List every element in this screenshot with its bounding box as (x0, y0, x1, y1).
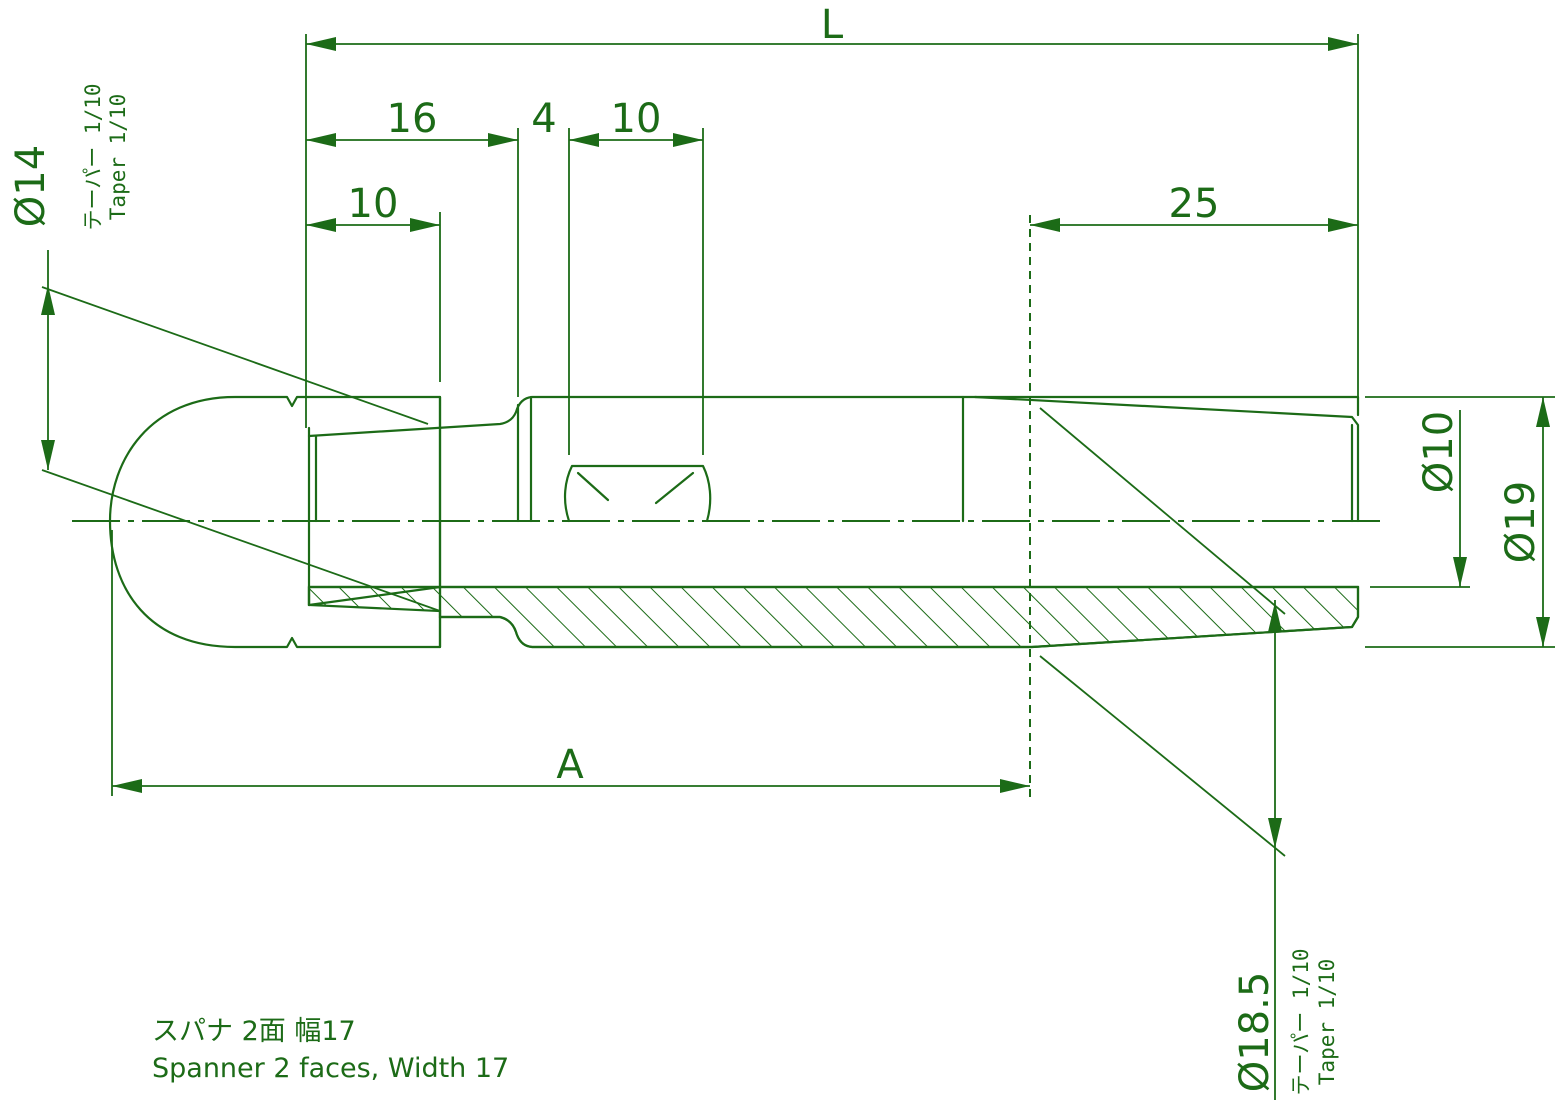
dim-10-top: 10 (611, 96, 662, 142)
dimension-lines (41, 37, 1550, 1100)
taper-note-bottom-ja: テーパー 1/10 (1289, 948, 1313, 1095)
dim-25: 25 (1169, 181, 1220, 227)
dim-phi14: Ø14 (8, 145, 54, 227)
taper-note-bottom-en: Taper 1/10 (1315, 959, 1339, 1085)
dim-10-left: 10 (348, 181, 399, 227)
dim-phi10: Ø10 (1416, 411, 1462, 493)
dim-A: A (556, 742, 584, 788)
taper-note-left-en: Taper 1/10 (106, 94, 130, 220)
dim-4: 4 (531, 96, 556, 142)
spanner-note-ja: スパナ 2面 幅17 (152, 1016, 356, 1047)
taper-note-left-ja: テーパー 1/10 (81, 83, 105, 230)
extension-lines (111, 34, 1555, 796)
dim-phi18-5: Ø18.5 (1232, 972, 1278, 1093)
dim-L: L (821, 2, 844, 48)
spanner-note-en: Spanner 2 faces, Width 17 (152, 1053, 509, 1084)
section-hatch (307, 585, 1360, 649)
dim-phi19: Ø19 (1498, 481, 1544, 563)
dim-16: 16 (387, 96, 438, 142)
